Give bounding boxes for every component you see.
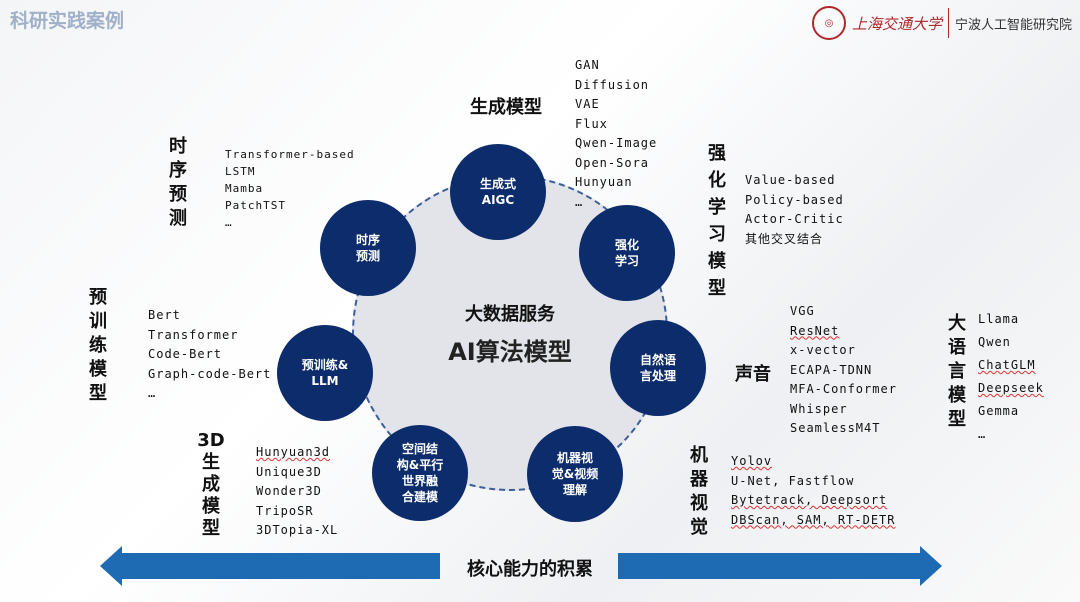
node-spatial: 空间结 构&平行 世界融 合建模	[372, 425, 468, 521]
node-nlp: 自然语 言处理	[610, 320, 706, 416]
node-rl: 强化 学习	[579, 205, 675, 301]
institute-name: 宁波人工智能研究院	[954, 17, 1072, 33]
university-name: 上海交通大学	[851, 14, 942, 33]
llm-title: 大语言模型	[948, 313, 966, 430]
divider	[947, 8, 949, 38]
center-line1: 大数据服务	[465, 304, 555, 325]
left-arrow-head-icon	[100, 546, 122, 586]
node-pretrain: 预训练& LLM	[277, 325, 373, 421]
right-arrow-bar	[618, 553, 922, 579]
university-seal-icon: ◎	[811, 6, 846, 40]
slide-title: 科研实践案例	[10, 10, 125, 32]
audio-title: 声音	[735, 364, 771, 385]
logo: ◎ 上海交通大学 宁波人工智能研究院	[811, 6, 1072, 40]
pre-title: 预训练模型	[89, 287, 107, 404]
node-cv: 机器视 觉&视频 理解	[527, 426, 623, 522]
3d-title: 3D生成模型	[197, 430, 225, 539]
cv-title: 机器视觉	[690, 445, 708, 538]
center-line2: AI算法模型	[448, 338, 572, 366]
left-arrow-bar	[120, 553, 440, 579]
node-timeseries: 时序 预测	[320, 200, 416, 296]
gen-title: 生成模型	[470, 97, 542, 118]
right-arrow-head-icon	[920, 546, 942, 586]
ts-title: 时序预测	[169, 136, 187, 229]
footer-label: 核心能力的积累	[467, 559, 593, 580]
node-aigc: 生成式 AIGC	[450, 144, 546, 240]
rl-title: 强化学习模型	[708, 143, 726, 299]
